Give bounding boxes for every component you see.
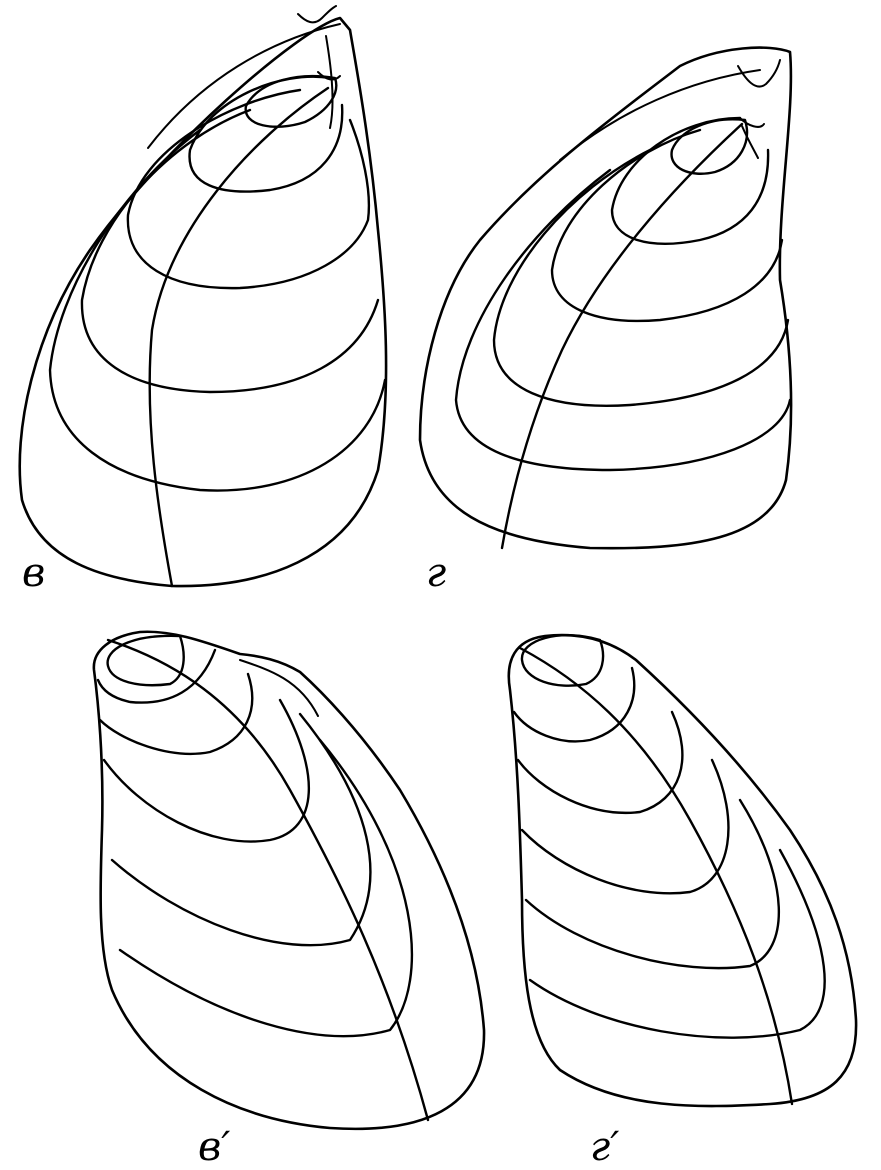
shell-ventral-ridge [559, 69, 761, 161]
shell-figure-g: г [418, 46, 793, 596]
growth-ring-2 [512, 666, 636, 743]
growth-ring-3 [550, 128, 784, 323]
growth-ring-4 [492, 148, 790, 407]
figure-label-v: в [22, 550, 45, 596]
figure-label-g-prime: г′ [590, 1124, 619, 1170]
growth-ring-5 [110, 712, 372, 947]
growth-ring-3 [516, 710, 684, 814]
growth-ring-1 [670, 118, 749, 175]
growth-ring-4 [80, 108, 380, 394]
growth-ring-2 [96, 648, 217, 704]
shell-outline [418, 46, 793, 550]
growth-ring-6 [118, 738, 414, 1038]
shell-outline [18, 16, 388, 588]
growth-ring-1 [244, 74, 338, 128]
growth-ring-6 [528, 848, 826, 1039]
figure-label-g: г [426, 550, 446, 596]
growth-ring-1 [106, 634, 185, 687]
shell-dorsal-crest [239, 659, 319, 717]
shell-growth-axis [106, 638, 430, 1122]
growth-ring-5 [48, 128, 387, 492]
shell-growth-axis [518, 646, 794, 1106]
shell-growth-axis [148, 86, 330, 588]
figure-label-v-prime: в′ [198, 1124, 230, 1170]
growth-ring-3 [126, 88, 371, 290]
growth-ring-4 [102, 698, 310, 843]
growth-ring-2 [610, 116, 770, 245]
shell-ventral-ridge [147, 23, 341, 149]
shell-figure-v: в [18, 5, 388, 596]
shell-outline [92, 630, 486, 1131]
shell-figure-v-prime: в′ [92, 630, 486, 1170]
shell-growth-axis [500, 122, 744, 550]
shell-outline [507, 633, 858, 1108]
growth-ring-3 [98, 672, 254, 755]
growth-ring-1 [520, 634, 605, 687]
umbo-hinge-tooth [297, 5, 341, 129]
shell-figure-g-prime: г′ [507, 633, 858, 1170]
umbo-hinge-tooth [737, 59, 781, 159]
growth-ring-5 [524, 798, 781, 970]
growth-ring-5 [454, 168, 792, 472]
growth-ring-2 [188, 75, 344, 193]
growth-ring-4 [520, 758, 730, 895]
